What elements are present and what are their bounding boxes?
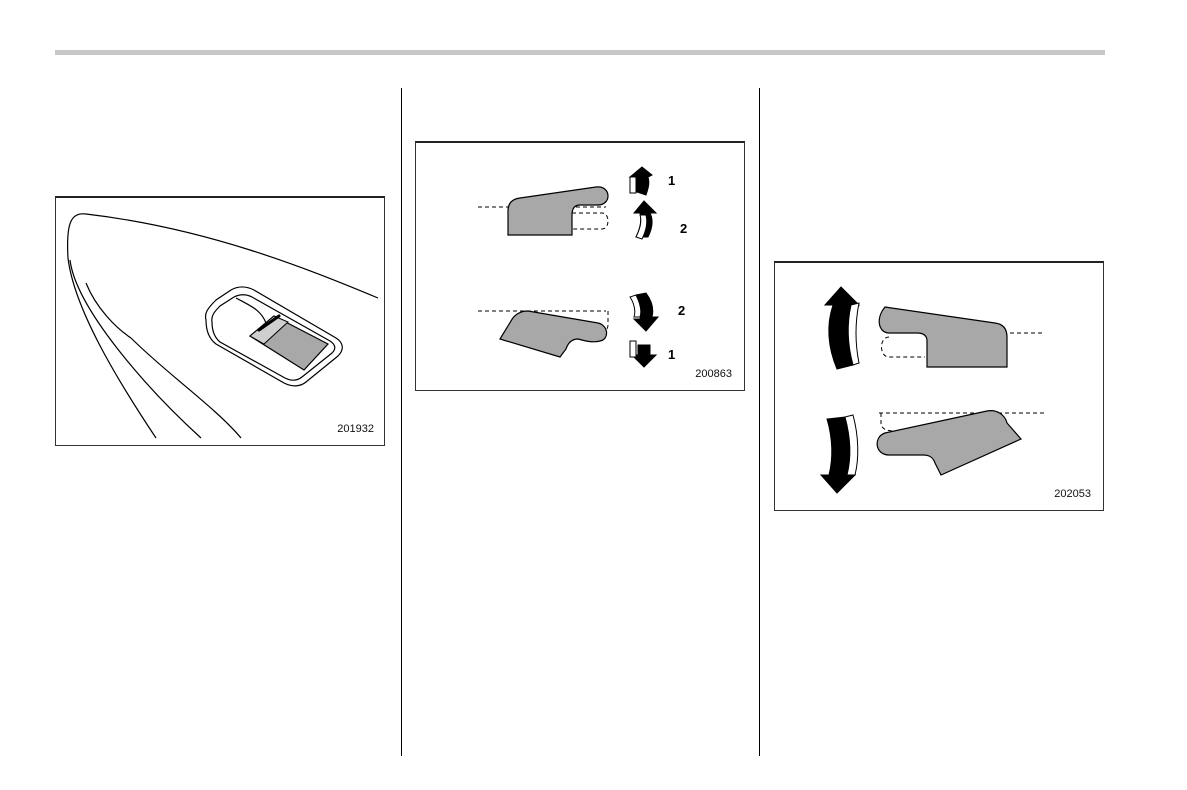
figure-code: 202053 (1054, 488, 1091, 500)
arrow-up-step-2 (634, 201, 656, 239)
door-trim-line-3 (86, 283, 131, 338)
figure-switch-steps: 1 2 2 1 200863 (415, 141, 745, 391)
figure-switch-curved-arrows: 202053 (774, 261, 1104, 511)
curved-arrow-up (825, 287, 859, 369)
switch-shape-upper (879, 307, 1007, 367)
door-trim-outline (68, 214, 378, 438)
figure-window-switch: 201932 (55, 196, 385, 446)
switch-curved-arrows-illustration (775, 263, 1105, 513)
window-switch-illustration (56, 198, 386, 448)
switch-rest-outline-upper (572, 213, 608, 229)
switch-shape-lower (877, 411, 1021, 475)
curved-arrow-down (821, 415, 858, 493)
step-label-down-1: 1 (668, 347, 675, 362)
header-rule (55, 50, 1105, 55)
switch-raised-shape (508, 187, 608, 235)
arrow-down-step-1 (630, 341, 656, 367)
door-trim-line-2 (70, 260, 201, 438)
figure-code: 201932 (337, 423, 374, 435)
switch-steps-illustration: 1 2 2 1 (416, 143, 746, 393)
door-trim-line-4 (131, 338, 241, 438)
step-label-up-1: 1 (668, 173, 675, 188)
column-divider-left (401, 88, 402, 756)
switch-rest-outline-upper (882, 337, 926, 357)
switch-pressed-shape (500, 311, 607, 357)
arrow-down-step-2 (630, 293, 658, 331)
step-label-down-2: 2 (678, 303, 685, 318)
column-divider-right (759, 88, 760, 756)
arrow-up-step-1 (630, 167, 652, 195)
figure-code: 200863 (695, 368, 732, 380)
step-label-up-2: 2 (680, 221, 687, 236)
